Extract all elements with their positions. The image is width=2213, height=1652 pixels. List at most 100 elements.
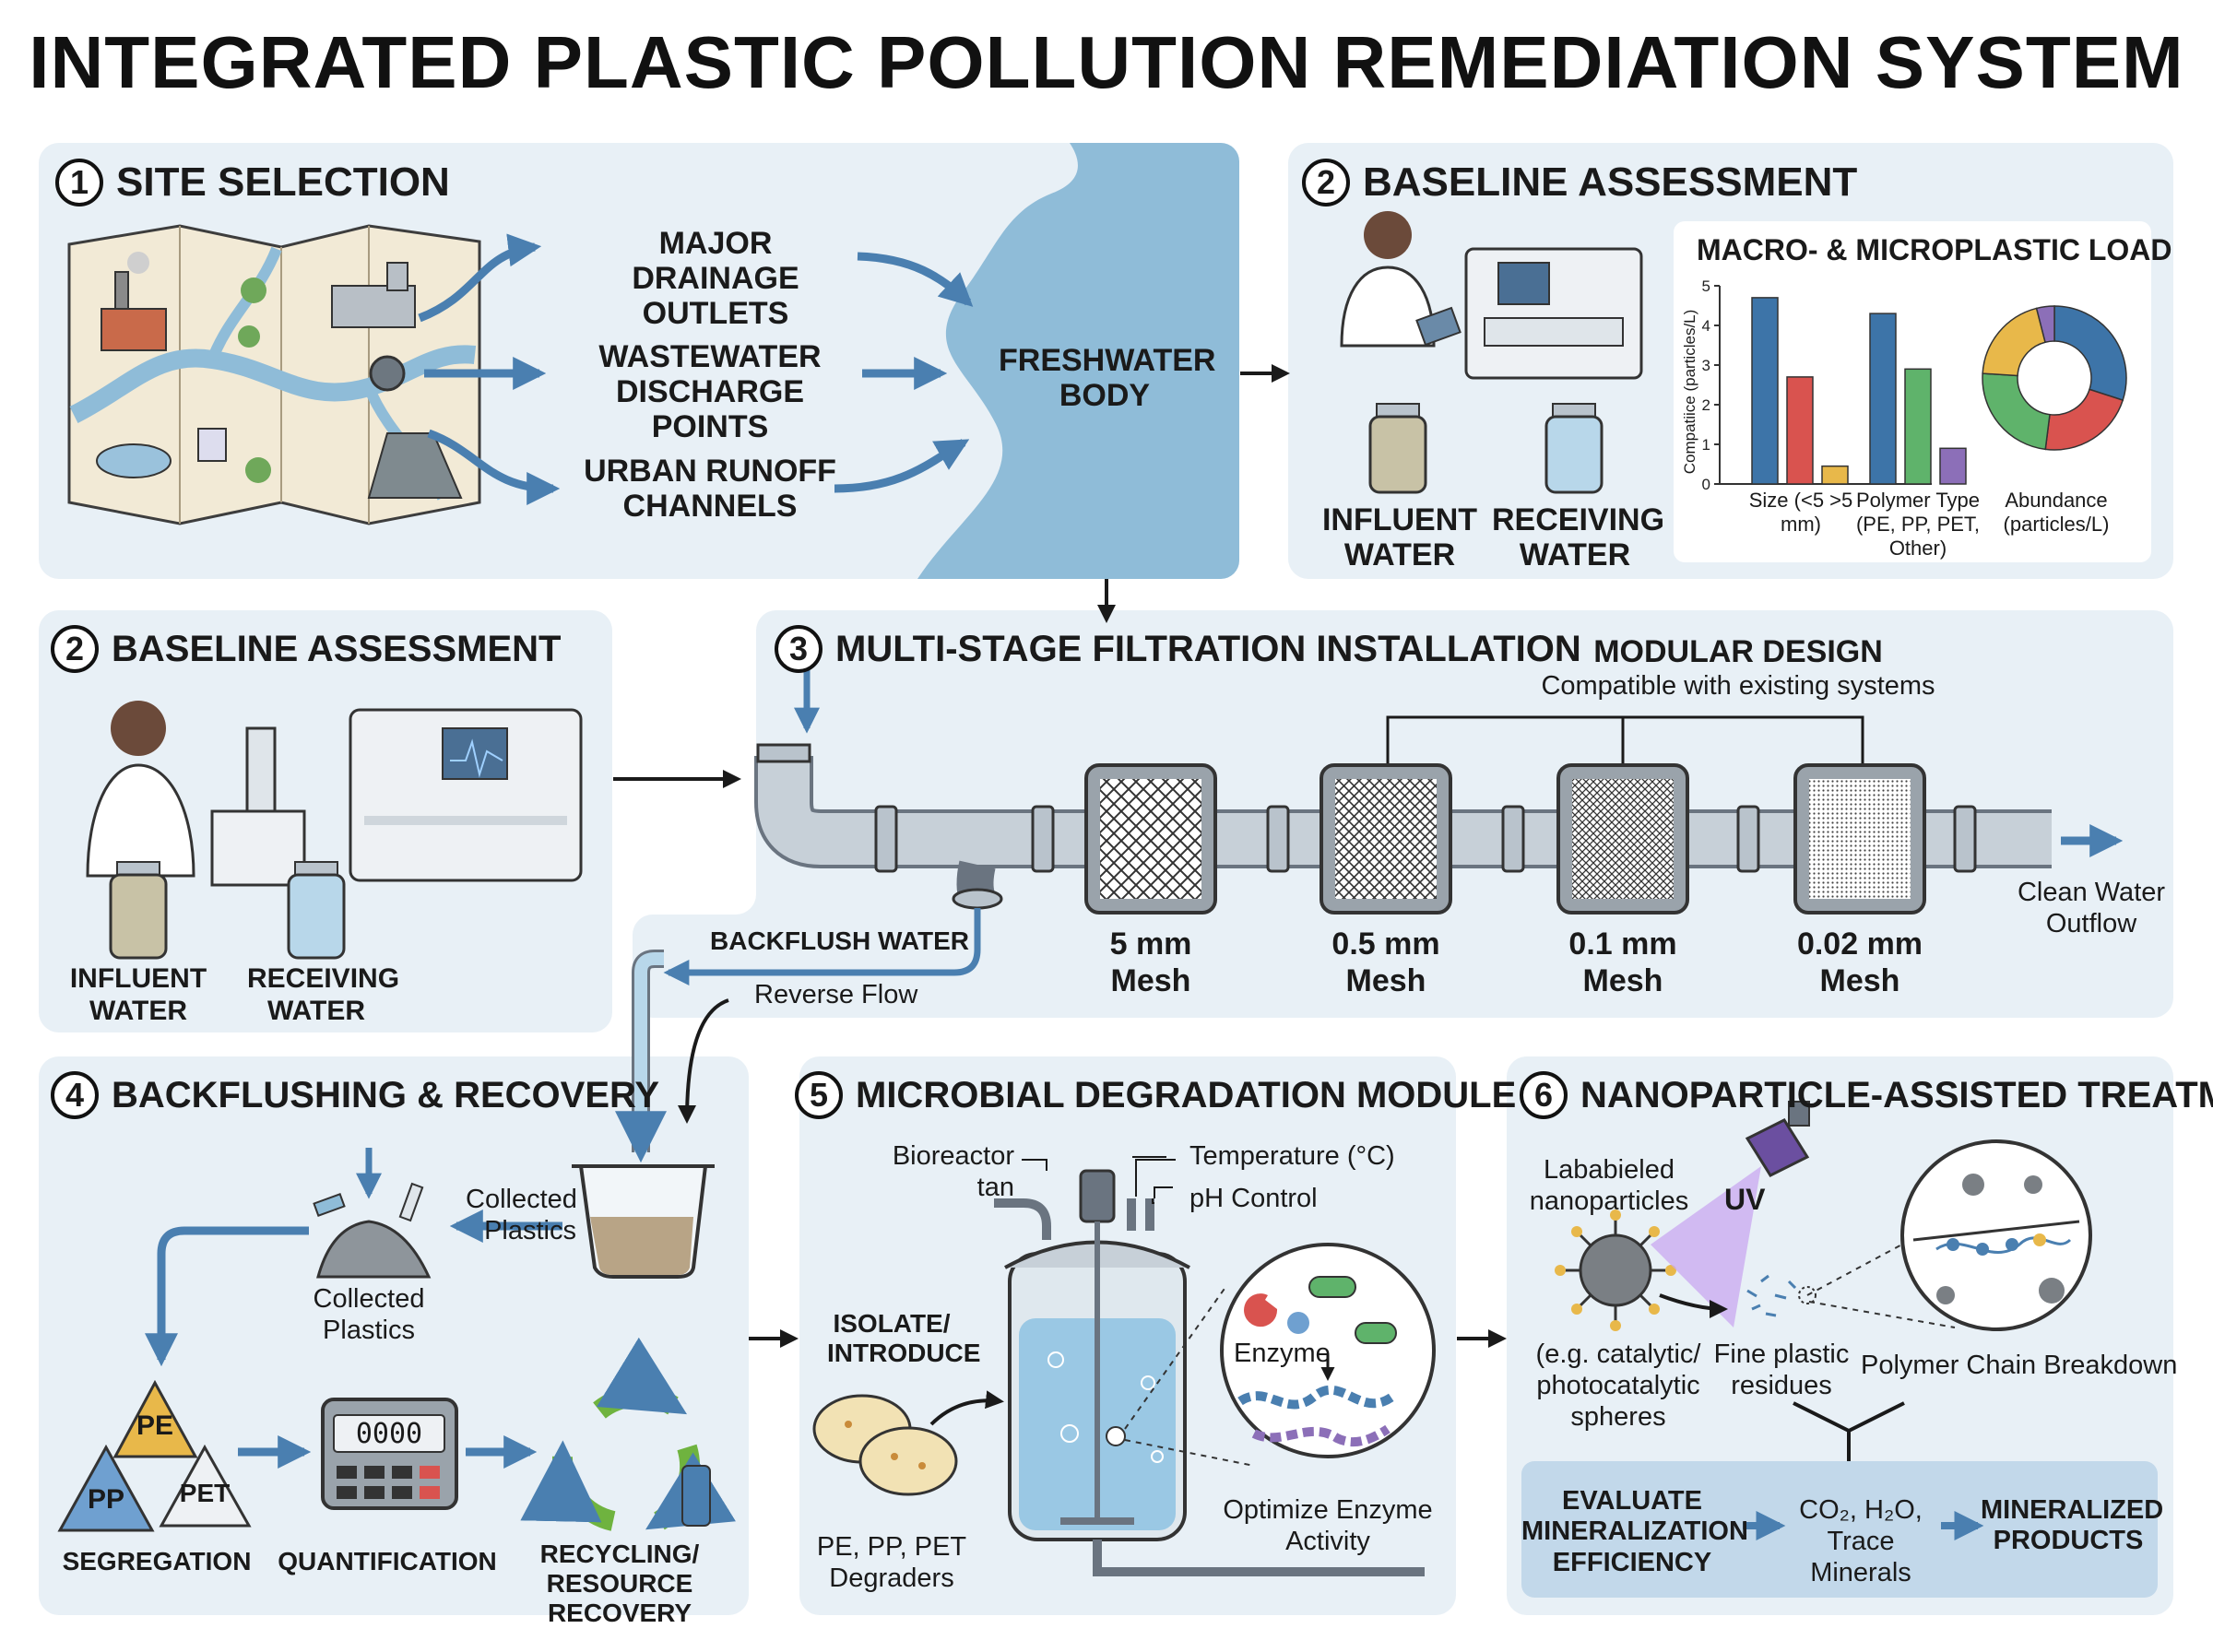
mesh-filters [1084, 763, 1926, 914]
scientist-top [1340, 211, 1462, 348]
chart-y-tick-label: 5 [1702, 277, 1710, 295]
filtration-pipe [754, 668, 2124, 910]
chart-y-tick-label: 2 [1702, 396, 1710, 414]
chart-ylabel: Compatiice (particles/L) [1680, 309, 1698, 475]
mesh-5mm-size: 5 mm [1109, 926, 1192, 962]
page-title: INTEGRATED PLASTIC POLLUTION REMEDIATION… [29, 21, 2184, 103]
chart-category-abundance: Abundance (particles/L) [2003, 489, 2110, 536]
chart-category-polymer: Polymer Type (PE, PP, PET, Other) [1855, 489, 1981, 560]
plastic-residues [1746, 1274, 1817, 1317]
filtration-heading: 3 MULTI-STAGE FILTRATION INSTALLATION [775, 625, 1581, 673]
labeled-nanoparticles: Lababieled nanoparticles [1529, 1155, 1689, 1216]
chart-y-tick-label: 1 [1702, 436, 1710, 454]
step-number: 1 [55, 159, 103, 206]
chart-y-tick-label: 3 [1702, 357, 1710, 374]
enzyme-label: Enzyme [1234, 1339, 1331, 1368]
bioreactor [994, 1169, 1425, 1576]
analyzer-top [1464, 247, 1643, 380]
collected-plastics-arrow-label: Collected Plastics [466, 1185, 577, 1245]
source-drainage: MAJOR DRAINAGE OUTLETS [632, 226, 799, 332]
temperature-label: Temperature (°C) [1189, 1141, 1395, 1171]
recycling-icon [520, 1337, 737, 1531]
section-title: BASELINE ASSESSMENT [1363, 159, 1858, 205]
counter-display: 0000 [355, 1418, 423, 1450]
nanoparticle-icon [1555, 1210, 1676, 1331]
freshwater-label: FRESHWATER BODY [999, 343, 1216, 414]
backflush-water-label: BACKFLUSH WATER [710, 926, 970, 955]
step-number: 3 [775, 625, 822, 673]
evaluate-mineralization: EVALUATE MINERALIZATION EFFICIENCY [1521, 1486, 1748, 1577]
step-number: 2 [51, 625, 99, 673]
sample-receiving: RECEIVING WATER [1492, 502, 1665, 573]
chart-y-tick-label: 4 [1702, 317, 1710, 335]
chart-title: MACRO- & MICROPLASTIC LOAD [1697, 233, 2172, 266]
section-title: SITE SELECTION [116, 159, 450, 205]
polymer-chain-inset [1900, 1139, 2092, 1331]
polymer-bar [1939, 447, 1967, 485]
load-chart: 0 1 2 3 4 5 [1702, 277, 2127, 493]
chart-category-size: Size (<5 >5 mm) [1748, 489, 1853, 536]
polymer-pet: PET [179, 1479, 231, 1507]
abundance-slice [2053, 305, 2127, 402]
mesh-5mm-label: Mesh [1110, 963, 1191, 998]
collection-beaker [572, 1164, 715, 1279]
step-number: 5 [795, 1071, 843, 1119]
size-bar [1821, 465, 1849, 485]
mesh-002mm-label: Mesh [1819, 963, 1900, 998]
optimize-enzyme-label: Optimize Enzyme Activity [1223, 1495, 1433, 1556]
co2-h2o-minerals: CO₂, H₂O, Trace Minerals [1799, 1495, 1923, 1587]
mesh-05mm-label: Mesh [1345, 963, 1426, 998]
clean-water-outflow: Clean Water Outflow [2017, 878, 2166, 938]
polymer-pe: PE [136, 1410, 174, 1441]
chart-y-tick-label: 0 [1702, 476, 1710, 493]
plastic-pile [316, 1220, 432, 1279]
analyzer-mid [349, 708, 583, 882]
fine-residues-label: Fine plastic residues [1713, 1339, 1850, 1400]
step-number: 2 [1302, 159, 1350, 206]
size-bar [1751, 297, 1779, 485]
uv-lamp [1745, 1101, 1810, 1177]
step-recycling: RECYCLING/ RESOURCE RECOVERY [539, 1540, 700, 1628]
mesh-01mm-label: Mesh [1582, 963, 1663, 998]
backflushing-heading: 4 BACKFLUSHING & RECOVERY [51, 1071, 659, 1119]
step-number: 6 [1520, 1071, 1568, 1119]
baseline-top-heading: 2 BASELINE ASSESSMENT [1302, 159, 1857, 206]
mineralized-products: MINERALIZED PRODUCTS [1981, 1495, 2164, 1556]
mesh-05mm-size: 0.5 mm [1331, 926, 1440, 962]
mesh-01mm-size: 0.1 mm [1568, 926, 1677, 962]
petri-dishes [812, 1394, 958, 1496]
section-title: MULTI-STAGE FILTRATION INSTALLATION [835, 628, 1581, 669]
step-quantification: QUANTIFICATION [278, 1547, 497, 1575]
ph-control-label: pH Control [1189, 1184, 1318, 1213]
nanoparticle-examples: (e.g. catalytic/ photocatalytic spheres [1535, 1339, 1701, 1432]
enzyme-inset [1220, 1243, 1436, 1458]
section-title: BACKFLUSHING & RECOVERY [112, 1074, 660, 1115]
polymer-bar [1869, 313, 1897, 485]
modular-subtitle: Compatible with existing systems [1541, 671, 1935, 701]
modular-title: MODULAR DESIGN [1593, 634, 1883, 669]
source-runoff: URBAN RUNOFF CHANNELS [584, 454, 836, 525]
isolate-label: ISOLATE/ INTRODUCE [827, 1309, 981, 1368]
abundance-slice [2035, 305, 2055, 344]
reverse-flow-label: Reverse Flow [754, 980, 918, 1009]
size-bar [1786, 376, 1814, 485]
polymer-chain-label: Polymer Chain Breakdown [1861, 1351, 2178, 1380]
polymer-piles [57, 1379, 252, 1532]
mesh-002mm-size: 0.02 mm [1796, 926, 1923, 962]
mineralization-bar [1521, 1461, 2158, 1598]
source-wastewater: WASTEWATER DISCHARGE POINTS [598, 339, 822, 445]
sample-bottles-mid [109, 861, 346, 960]
collected-plastics-pile-label: Collected Plastics [313, 1284, 425, 1345]
sample-bottles-top [1368, 403, 1604, 494]
site-selection-heading: 1 SITE SELECTION [55, 159, 450, 206]
polymer-pp: PP [87, 1484, 125, 1515]
degraders-label: PE, PP, PET Degraders [816, 1532, 967, 1593]
uv-label: UV [1724, 1183, 1766, 1216]
uv-beam [1651, 1166, 1761, 1328]
baseline-mid-heading: 2 BASELINE ASSESSMENT [51, 625, 561, 673]
bioreactor-label: Bioreactor tan [892, 1141, 1014, 1202]
step-number: 4 [51, 1071, 99, 1119]
freshwater-body [917, 143, 1239, 579]
nanoparticle-heading: 6 NANOPARTICLE-ASSISTED TREATMENT [1520, 1071, 2213, 1119]
